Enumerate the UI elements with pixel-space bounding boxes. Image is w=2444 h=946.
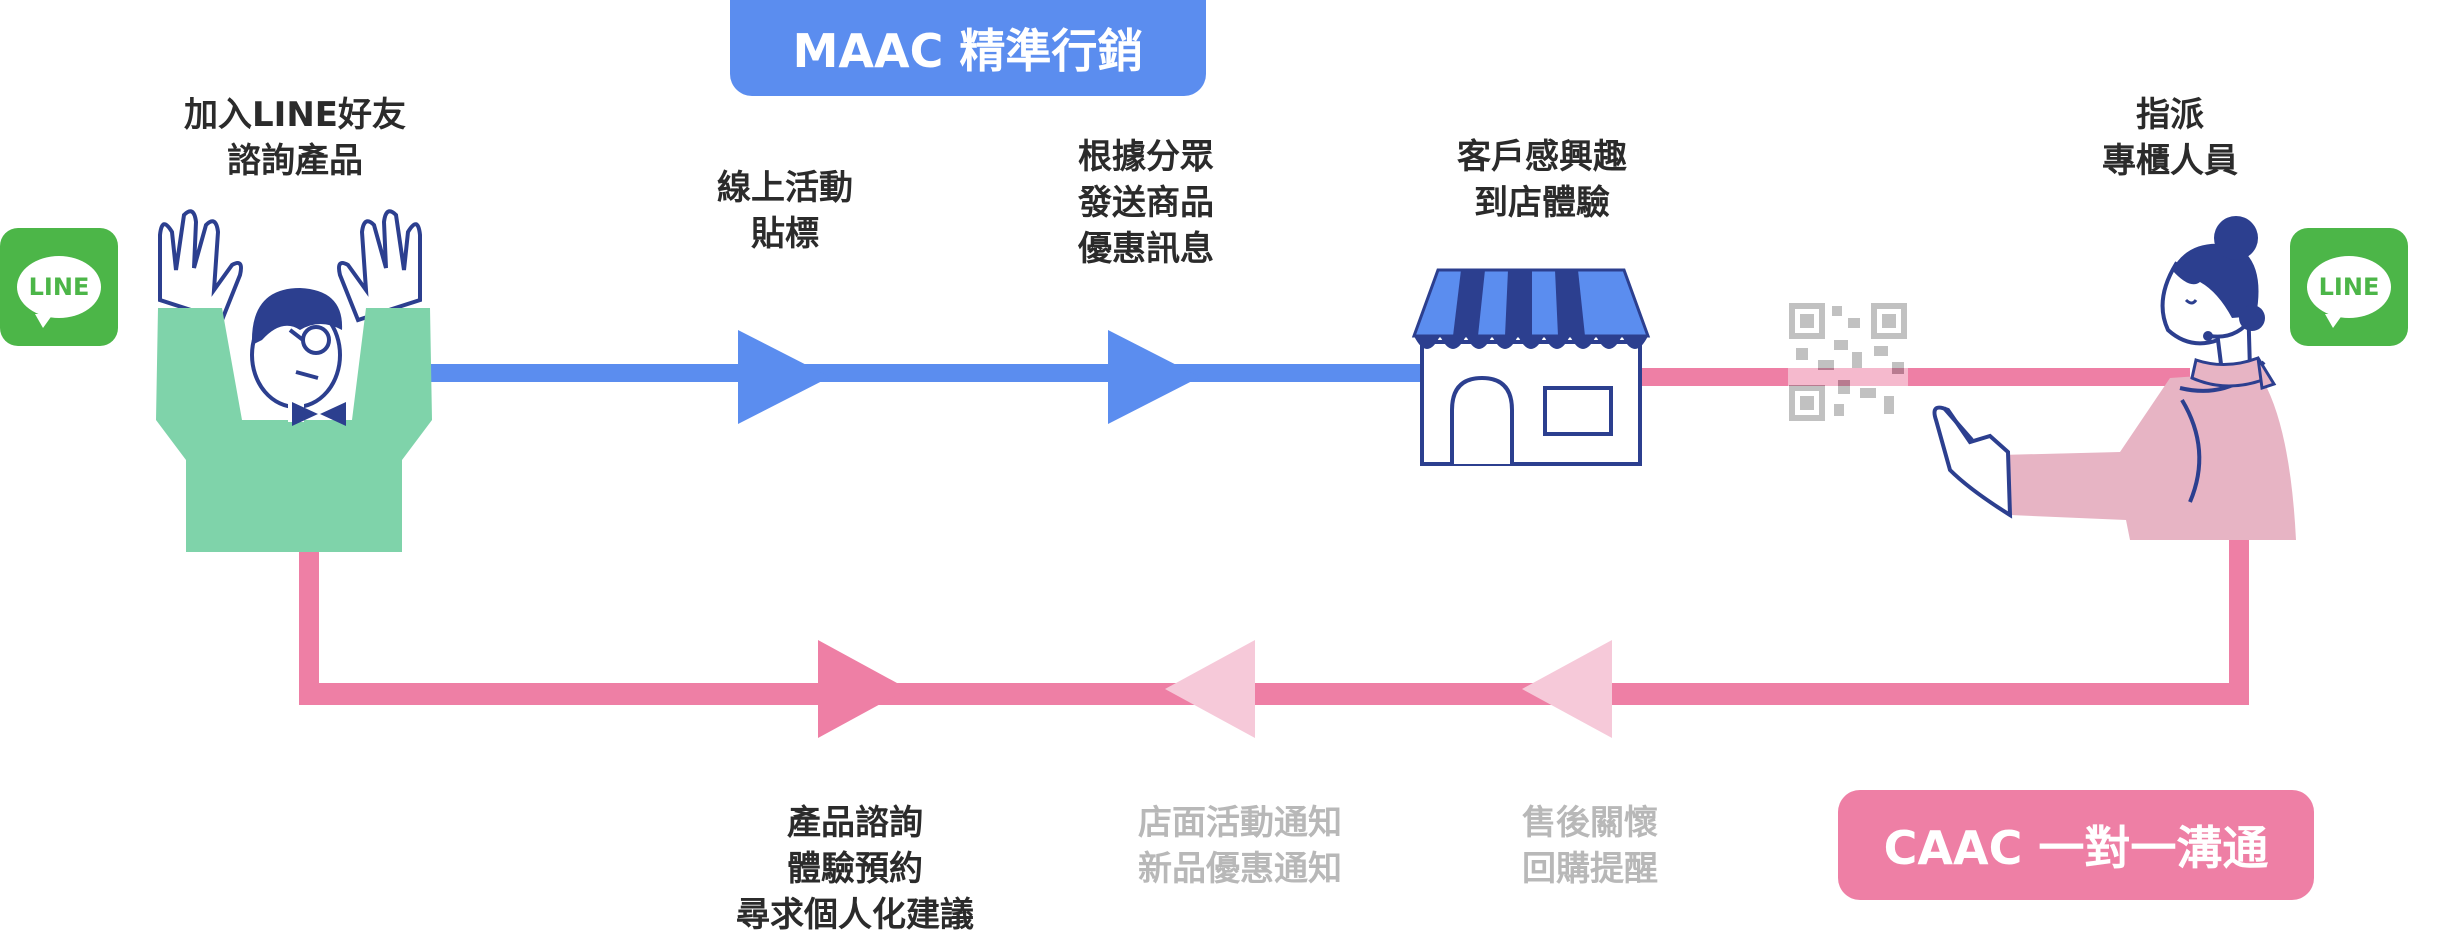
customer-illustration (156, 209, 432, 552)
line-logo-left: LINE (0, 228, 118, 346)
pink-right-vertical (2229, 535, 2249, 705)
blue-arrow-1 (738, 330, 830, 424)
blue-flow-line (400, 364, 1430, 382)
step-segment-send: 根據分眾 發送商品 優惠訊息 (1078, 137, 1214, 269)
step-add-friend: 加入LINE好友 諮詢產品 (184, 95, 406, 181)
pink-left-vertical (299, 540, 319, 705)
pink-bottom-line (299, 683, 2249, 705)
step-online-tag: 線上活動 貼標 (717, 168, 853, 254)
qr-code-icon (1788, 302, 1908, 422)
maac-title-text: MAAC 精準行銷 (792, 24, 1144, 78)
blue-arrow-2 (1108, 330, 1200, 424)
store-icon (1411, 268, 1651, 466)
step-consult: 產品諮詢 體驗預約 尋求個人化建議 (736, 803, 974, 935)
pink-arrow-faded-1 (1165, 640, 1255, 738)
staff-illustration (1932, 216, 2296, 540)
line-logo-right: LINE (2290, 228, 2408, 346)
maac-title-pill: MAAC 精準行銷 (730, 0, 1206, 96)
caac-title-text: CAAC 一對一溝通 (1883, 821, 2269, 875)
line-logo-icon: LINE (2307, 256, 2391, 328)
caac-title-pill: CAAC 一對一溝通 (1838, 790, 2314, 900)
pink-arrow-consult (818, 640, 908, 738)
pink-arrow-faded-2 (1522, 640, 1612, 738)
pink-top-line (1635, 368, 2190, 386)
step-store-notice: 店面活動通知 新品優惠通知 (1138, 803, 1342, 889)
step-assign-staff: 指派 專櫃人員 (2102, 95, 2238, 181)
step-after-sales: 售後關懷 回購提醒 (1522, 803, 1658, 889)
line-logo-icon: LINE (17, 256, 101, 328)
step-store-visit: 客戶感興趣 到店體驗 (1457, 137, 1627, 223)
